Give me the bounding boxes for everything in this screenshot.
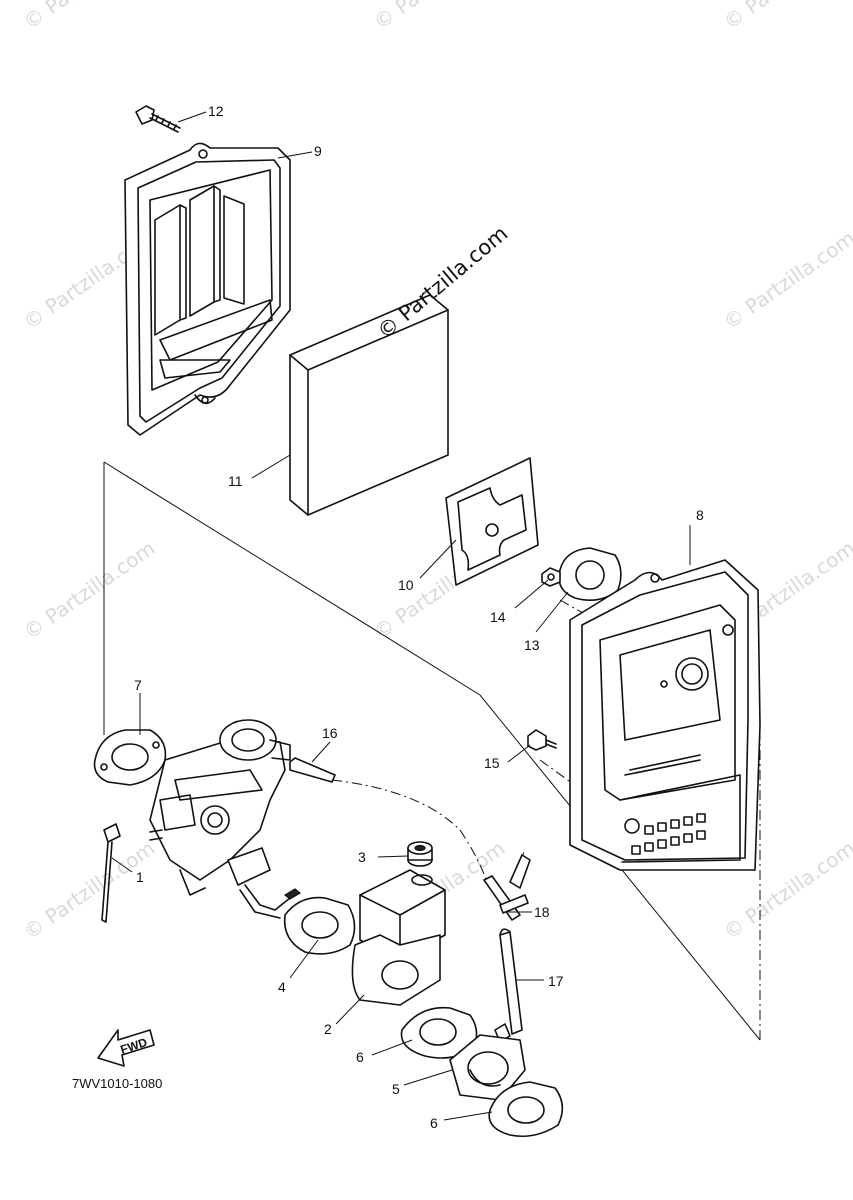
part-1-cable-tie bbox=[101, 823, 121, 923]
callout-4: 4 bbox=[278, 979, 286, 995]
part-10-gasket bbox=[445, 457, 539, 586]
part-12-screw bbox=[135, 105, 181, 133]
part-8-air-cleaner-case bbox=[569, 559, 761, 871]
guide-line bbox=[103, 461, 761, 1041]
callout-11: 11 bbox=[228, 473, 243, 489]
callout-6-lower: 6 bbox=[430, 1115, 438, 1131]
part-16-hose bbox=[289, 757, 489, 886]
callout-16: 16 bbox=[322, 725, 338, 741]
part-3-grommet bbox=[407, 841, 433, 867]
callout-17: 17 bbox=[548, 973, 564, 989]
reference-code: 7WV1010-1080 bbox=[72, 1076, 162, 1091]
callout-1: 1 bbox=[136, 869, 144, 885]
watermark: © Partzilla.com bbox=[369, 0, 509, 34]
callout-7: 7 bbox=[134, 677, 142, 693]
part-15-bolt bbox=[527, 729, 557, 751]
part-6-gasket bbox=[488, 1081, 564, 1138]
part-5-insulator bbox=[449, 1034, 526, 1101]
callout-13: 13 bbox=[524, 637, 540, 653]
part-18-joint bbox=[483, 849, 531, 921]
callout-18: 18 bbox=[534, 904, 550, 920]
part-9-air-cleaner-cover bbox=[124, 142, 291, 436]
watermark: © Partzilla.com bbox=[19, 536, 159, 644]
callout-5: 5 bbox=[392, 1081, 400, 1097]
part-17-hose bbox=[494, 928, 523, 1043]
callout-8: 8 bbox=[696, 507, 704, 523]
callout-2: 2 bbox=[324, 1021, 332, 1037]
leader-lines bbox=[111, 111, 691, 1121]
callout-10: 10 bbox=[398, 577, 414, 593]
carburetor-assembly bbox=[149, 719, 302, 919]
callout-6-upper: 6 bbox=[356, 1049, 364, 1065]
callout-15: 15 bbox=[484, 755, 500, 771]
part-2-bracket bbox=[351, 869, 446, 1006]
callouts: 12 9 11 10 8 14 13 7 15 16 1 3 18 4 17 2… bbox=[134, 103, 704, 1131]
watermark: © Partzilla.com bbox=[719, 226, 853, 334]
part-4-gasket bbox=[283, 896, 356, 955]
watermark: © Partzilla.com bbox=[719, 0, 853, 34]
part-11-filter-element bbox=[289, 294, 449, 516]
fwd-arrow-icon: FWD bbox=[97, 1029, 155, 1067]
callout-3: 3 bbox=[358, 849, 366, 865]
callout-14: 14 bbox=[490, 609, 506, 625]
callout-12: 12 bbox=[208, 103, 224, 119]
part-7-gasket bbox=[93, 729, 167, 786]
watermark: © Partzilla.com bbox=[19, 836, 159, 944]
callout-9: 9 bbox=[314, 143, 322, 159]
watermark: © Partzilla.com bbox=[19, 0, 159, 34]
